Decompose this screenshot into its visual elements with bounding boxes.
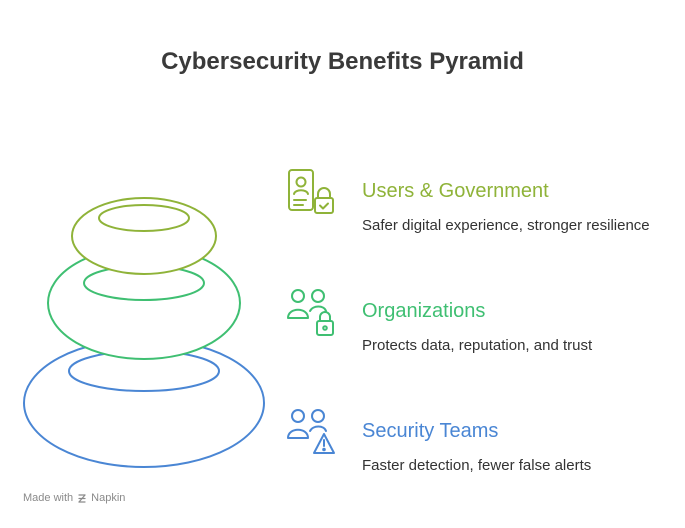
user-badge-lock-icon [288, 169, 334, 214]
tier-heading: Users & Government [362, 180, 549, 202]
pyramid-ring-organizations [47, 246, 241, 360]
tier-description: Protects data, reputation, and trust [362, 337, 593, 354]
tier-organizations: Organizations Protects data, reputation,… [286, 288, 676, 368]
tier-heading: Security Teams [362, 420, 499, 442]
users-lock-icon [287, 289, 334, 336]
pyramid-ring-users-government [71, 197, 217, 275]
page-title: Cybersecurity Benefits Pyramid [161, 48, 524, 75]
tier-heading: Organizations [362, 300, 486, 322]
footer-made-with: Made with [23, 492, 74, 504]
users-warning-icon [287, 409, 335, 454]
napkin-logo-icon [78, 493, 86, 503]
tier-users-government: Users & Government Safer digital experie… [286, 168, 676, 248]
tier-security-teams: Security Teams Faster detection, fewer f… [286, 408, 676, 488]
footer-brand: Napkin [91, 492, 126, 504]
tier-description: Safer digital experience, stronger resil… [362, 217, 650, 234]
footer-credit: Made with Napkin [23, 492, 125, 504]
tier-description: Faster detection, fewer false alerts [362, 457, 592, 474]
